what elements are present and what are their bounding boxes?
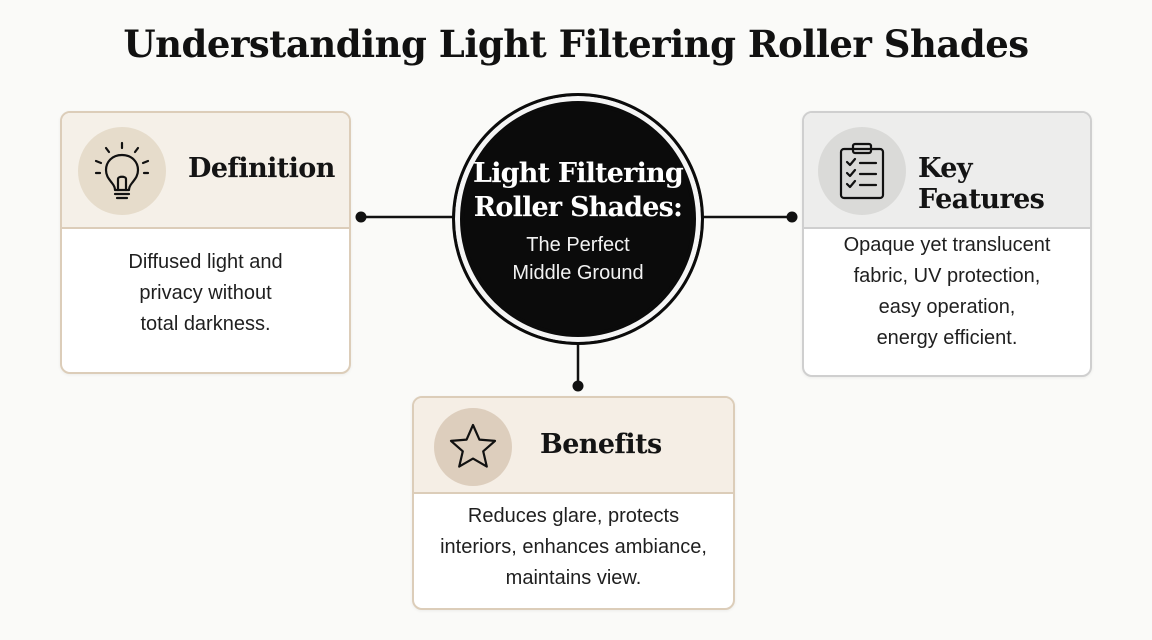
key-features-icon-badge	[818, 127, 906, 215]
key-features-card: Key Features Opaque yet translucent fabr…	[802, 111, 1092, 377]
connector-dot-benefits	[572, 380, 584, 392]
benefits-icon-badge	[434, 408, 512, 486]
hub-title: Light Filtering Roller Shades:	[473, 158, 684, 223]
benefits-title: Benefits	[540, 429, 662, 460]
clipboard-checklist-icon	[839, 142, 885, 200]
benefits-card: Benefits Reduces glare, protects interio…	[412, 396, 735, 610]
benefits-card-header: Benefits	[414, 398, 733, 494]
definition-icon-badge	[78, 127, 166, 215]
center-hub: Light Filtering Roller Shades: The Perfe…	[452, 93, 704, 345]
definition-card: Definition Diffused light and privacy wi…	[60, 111, 351, 374]
key-features-card-header: Key Features	[804, 113, 1090, 229]
definition-text: Diffused light and privacy without total…	[128, 251, 283, 335]
star-icon	[449, 423, 497, 468]
connector-dot-features	[786, 211, 798, 223]
key-features-text: Opaque yet translucent fabric, UV protec…	[843, 234, 1051, 349]
key-features-title: Key Features	[918, 153, 1045, 215]
definition-title: Definition	[188, 153, 335, 184]
lightbulb-icon	[94, 141, 150, 200]
hub-subtitle: The Perfect Middle Ground	[512, 234, 644, 284]
connector-dot-definition	[355, 211, 367, 223]
page-title: Understanding Light Filtering Roller Sha…	[123, 22, 1029, 66]
benefits-text: Reduces glare, protects interiors, enhan…	[440, 504, 707, 589]
definition-card-header: Definition	[62, 113, 349, 229]
